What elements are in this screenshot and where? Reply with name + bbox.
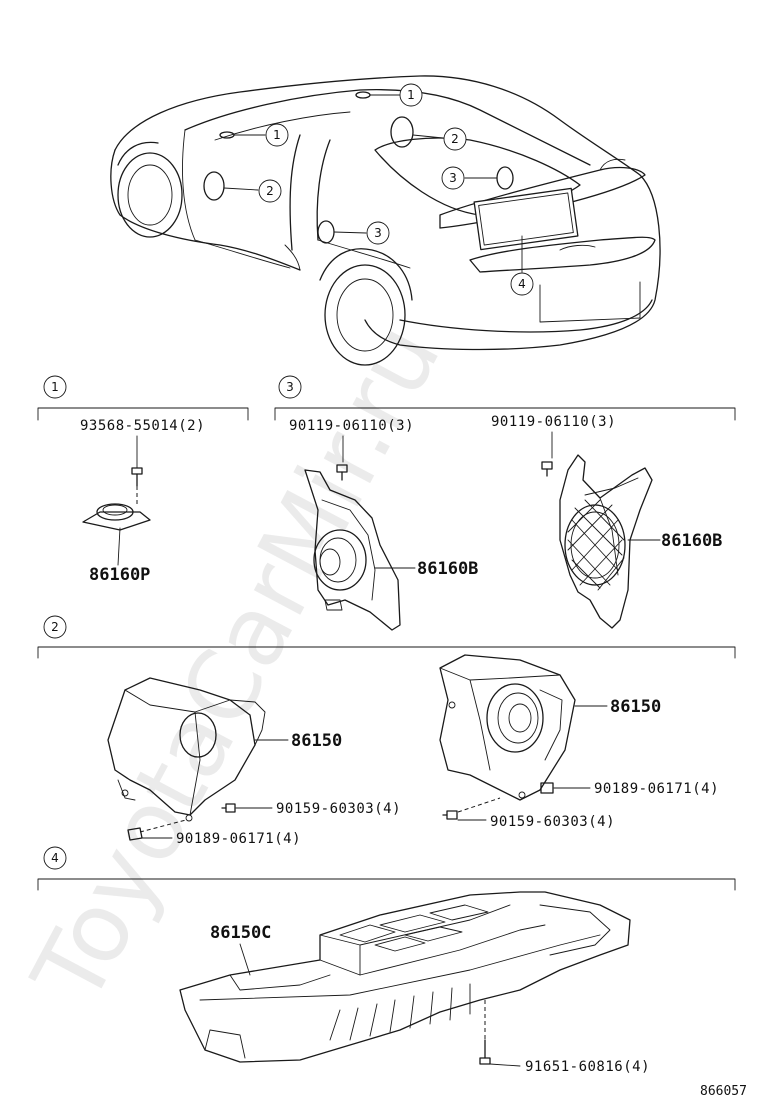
callout-number: 1 (407, 88, 415, 102)
box-part-number: 86150C (210, 923, 271, 943)
callout-3-rear: 3 (441, 166, 465, 190)
bolt-a-left-part-number: 90159-60303(4) (276, 801, 401, 817)
callout-number: 2 (266, 184, 274, 198)
bolt-a-right-part-number: 90159-60303(4) (490, 814, 615, 830)
screw-icon (479, 1039, 491, 1065)
section-number: 1 (51, 380, 59, 394)
screw-left-part-number: 90119-06110(3) (289, 418, 414, 434)
section-bracket (37, 646, 736, 659)
speaker-box-illustration (179, 891, 631, 1063)
speaker-left-part-number: 86150 (291, 731, 342, 751)
bolt-icon (221, 803, 236, 813)
bolt-icon (442, 810, 458, 820)
screw-icon (541, 461, 553, 477)
reference-code: 866057 (700, 1084, 747, 1099)
callout-number: 4 (518, 277, 526, 291)
screw-icon (336, 464, 348, 481)
door-speaker-right-illustration (559, 454, 653, 629)
section-3: 3 90119-06110(3) 90119-06110(3) 86160B (274, 375, 736, 631)
section-bracket (37, 407, 249, 421)
callout-number: 3 (374, 226, 382, 240)
screw-part-number: 93568-55014(2) (80, 418, 205, 434)
callout-number: 2 (451, 132, 459, 146)
rear-speaker-left-illustration (107, 677, 266, 822)
section-bracket (274, 407, 736, 421)
section-2: 2 86150 90159-60303(4) 90189-06171(4) (37, 615, 736, 847)
rear-speaker-right-illustration (439, 654, 576, 801)
callout-2-door: 2 (258, 179, 282, 203)
screw-right-part-number: 90119-06110(3) (491, 414, 616, 430)
callout-2-rear: 2 (443, 127, 467, 151)
section-number: 2 (51, 620, 59, 634)
callout-1-door: 1 (265, 123, 289, 147)
tweeter-illustration (82, 503, 151, 531)
car-illustration (110, 75, 661, 366)
section-1: 1 93568-55014(2) 86160P (37, 375, 249, 585)
screw-icon (131, 467, 143, 487)
callout-3-door: 3 (366, 221, 390, 245)
screw-part-number: 91651-60816(4) (525, 1059, 650, 1075)
speaker-left-part-number: 86160B (417, 559, 478, 579)
callout-1-roof: 1 (399, 83, 423, 107)
bolt-b-right-part-number: 90189-06171(4) (594, 781, 719, 797)
callout-4-deck: 4 (510, 272, 534, 296)
watermark: ToyotaCarMir.ru (11, 307, 462, 1022)
speaker-right-part-number: 86150 (610, 697, 661, 717)
callout-number: 1 (273, 128, 281, 142)
bolt-b-left-part-number: 90189-06171(4) (176, 831, 301, 847)
door-speaker-left-illustration (304, 469, 401, 631)
speaker-right-part-number: 86160B (661, 531, 722, 551)
tweeter-part-number: 86160P (89, 565, 150, 585)
section-number: 3 (286, 380, 294, 394)
callout-number: 3 (449, 171, 457, 185)
section-bracket (37, 878, 736, 891)
section-number: 4 (51, 851, 59, 865)
bolt-icon (540, 782, 554, 794)
section-4: 4 86150C 91651-60816(4) (37, 846, 736, 1075)
